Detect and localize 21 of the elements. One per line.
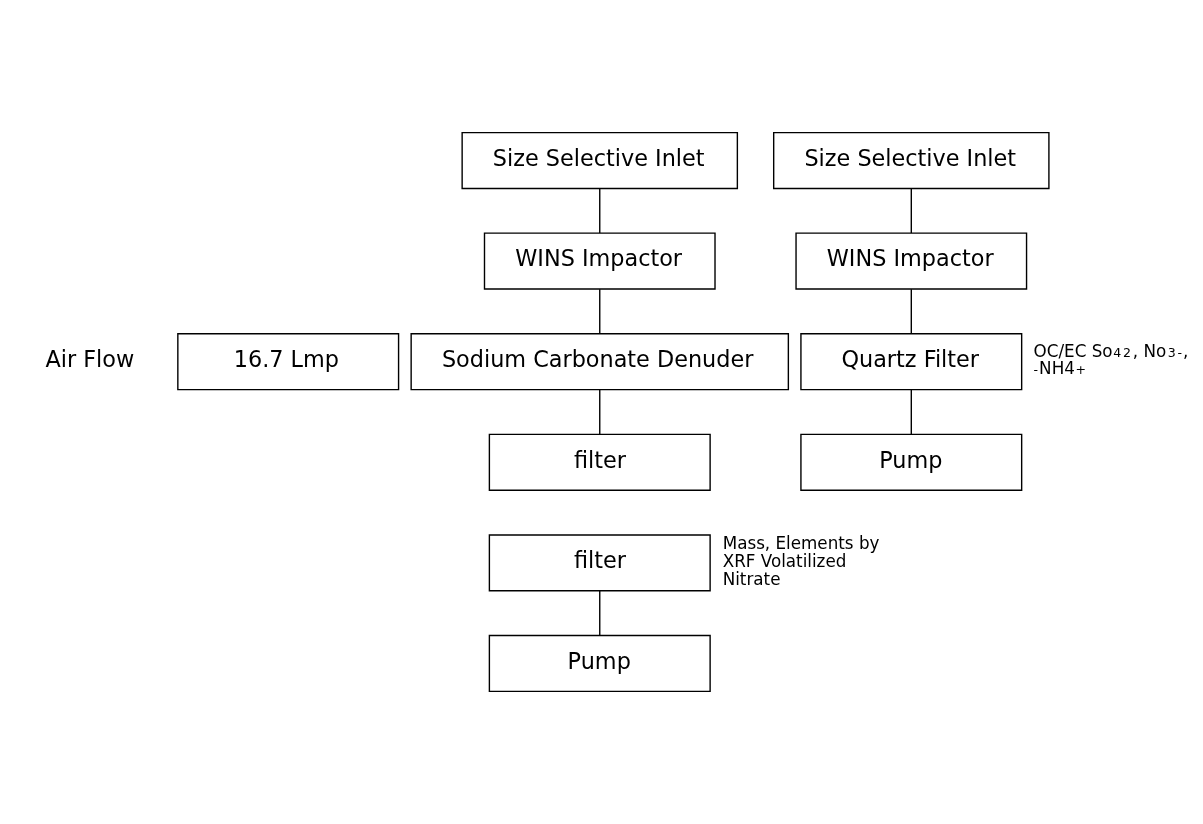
- connector: [910, 288, 912, 335]
- node-label: Mass, Elements by XRF Volatilized Nitrate: [722, 533, 880, 590]
- node-box: Pump: [488, 634, 711, 693]
- node-box: Size Selective Inlet: [773, 131, 1050, 190]
- node-box: Sodium Carbonate Denuder: [410, 333, 790, 391]
- node-box: filter: [488, 534, 711, 592]
- node-box: WINS Impactor: [483, 232, 716, 290]
- connector: [599, 590, 601, 637]
- node-box: WINS Impactor: [795, 232, 1028, 290]
- connector: [599, 187, 601, 234]
- node-box: 16.7 Lmp: [177, 333, 400, 391]
- connector: [599, 288, 601, 335]
- connector: [910, 187, 912, 234]
- node-box: filter: [488, 433, 711, 491]
- node-box: Quartz Filter: [800, 333, 1023, 391]
- node-box: Pump: [800, 433, 1023, 491]
- node-box: Size Selective Inlet: [461, 131, 739, 190]
- connector: [599, 389, 601, 435]
- connector: [910, 389, 912, 435]
- node-label: OC/EC So42, No3-, -NH4+: [1033, 340, 1189, 378]
- label: Air Flow: [45, 346, 135, 373]
